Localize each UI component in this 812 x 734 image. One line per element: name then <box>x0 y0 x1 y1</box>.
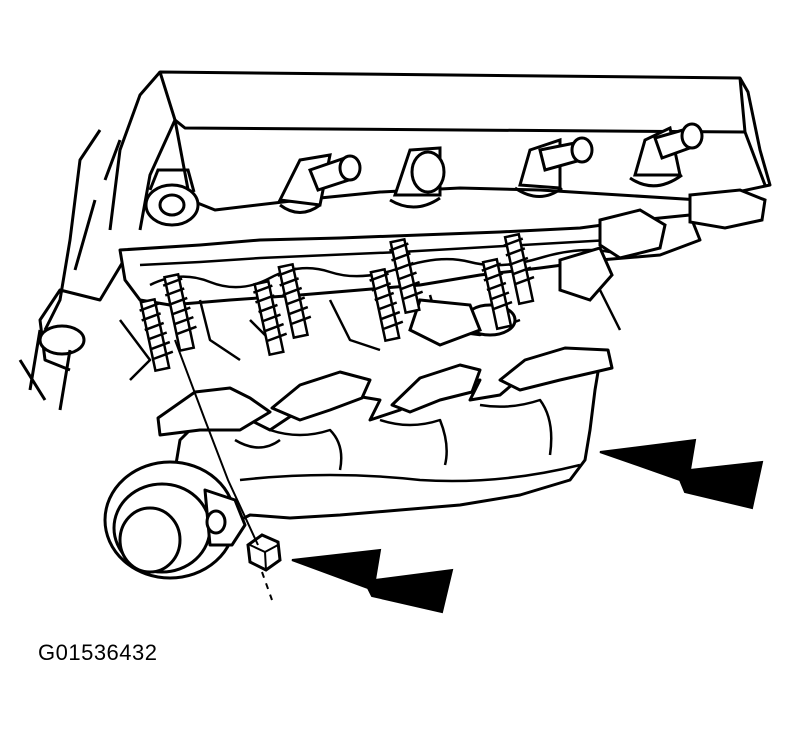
stud-2 <box>163 274 197 350</box>
dash-line <box>262 572 272 600</box>
stud-7 <box>481 259 512 328</box>
stud-1 <box>139 299 173 370</box>
coil-boot-3 <box>390 148 444 207</box>
stud-3 <box>253 281 287 354</box>
runner-flange-3 <box>392 365 480 412</box>
arrow-manifold <box>600 440 762 508</box>
manifold-lower-contour <box>240 465 580 481</box>
runner-flange-1 <box>158 388 270 435</box>
exhaust-manifold <box>105 348 612 578</box>
coil-boot-4 <box>515 138 592 197</box>
left-port <box>40 326 84 354</box>
stud-4 <box>277 264 311 337</box>
valve-cover-edge <box>110 72 175 230</box>
runner-flange-4 <box>500 348 612 390</box>
stud-alignment-line <box>175 340 258 545</box>
ignition-coils <box>146 124 702 225</box>
stud-5 <box>369 269 403 340</box>
stud-8 <box>503 234 534 303</box>
manifold-studs <box>139 234 535 370</box>
coil-boot-1 <box>146 170 198 225</box>
left-casting <box>40 130 130 370</box>
runner-valleys <box>235 400 551 470</box>
arrow-nut <box>292 550 452 612</box>
runner-flange-2 <box>272 372 370 420</box>
stud-6 <box>389 239 423 312</box>
outlet-bolt-hole <box>207 511 225 533</box>
flange-nut <box>248 535 280 570</box>
left-bracket <box>20 330 70 410</box>
figure-id-label: G01536432 <box>38 640 158 665</box>
right-fittings <box>410 190 765 345</box>
coil-boot-2 <box>280 155 360 213</box>
outlet-port <box>120 508 180 572</box>
coil-boot-5 <box>630 124 702 186</box>
valve-cover-rim <box>175 78 765 185</box>
